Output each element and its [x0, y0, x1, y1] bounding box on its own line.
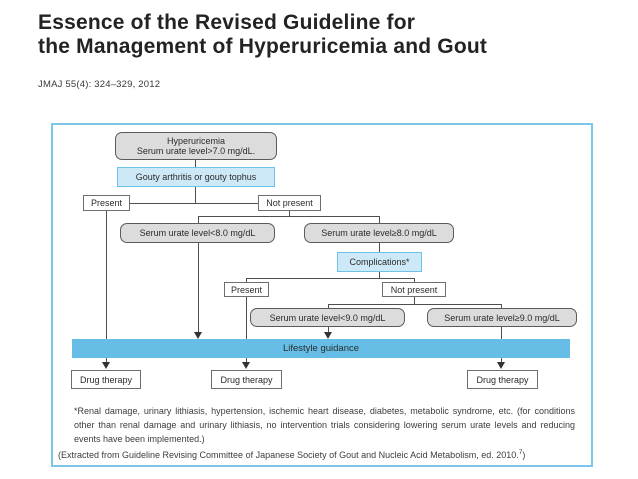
page-title-line2: the Management of Hyperuricemia and Gout [38, 35, 488, 58]
connector-present-gouty-down [106, 211, 107, 363]
node-drug-therapy-middle: Drug therapy [211, 370, 282, 389]
connector-stub-lt8 [198, 216, 199, 223]
connector-ge8-to-complications [379, 243, 380, 252]
arrow-into-drug-therapy-middle [242, 362, 250, 369]
arrow-lt9-into-lifestyle [324, 332, 332, 339]
connector-notpresent-comp-down [414, 297, 415, 304]
node-urate-ge-8: Serum urate level≥8.0 mg/dL [304, 223, 454, 243]
node-present-complications: Present [224, 282, 269, 297]
source-citation-text: (Extracted from Guideline Revising Commi… [58, 450, 519, 460]
source-citation: (Extracted from Guideline Revising Commi… [58, 449, 592, 460]
source-citation-close: ) [522, 450, 526, 460]
node-urate-lt-8: Serum urate level<8.0 mg/dL [120, 223, 275, 243]
arrow-into-drug-therapy-right [497, 362, 505, 369]
node-urate-lt-9: Serum urate level<9.0 mg/dL [250, 308, 405, 327]
connector-stub-notpresent-comp [414, 278, 415, 282]
connector-stub-present-comp [246, 278, 247, 282]
arrow-into-drug-therapy-left [102, 362, 110, 369]
node-complications: Complications* [337, 252, 422, 272]
node-not-present-gouty: Not present [258, 195, 321, 211]
node-lifestyle-guidance-bar: Lifestyle guidance [72, 339, 570, 358]
connector-urate9-branch-horizontal [328, 304, 502, 305]
connector-complications-down [379, 272, 380, 278]
node-drug-therapy-right: Drug therapy [467, 370, 538, 389]
connector-notpresent-gouty-down [289, 211, 290, 216]
connector-lt9-to-bar [328, 327, 329, 333]
page-title-line1: Essence of the Revised Guideline for [38, 11, 416, 34]
page-title: Essence of the Revised Guideline for the… [38, 11, 618, 59]
flowchart-panel: Hyperuricemia Serum urate level>7.0 mg/d… [51, 123, 593, 467]
connector-gouty-down [195, 187, 196, 203]
connector-gouty-branch-horizontal [130, 203, 258, 204]
source-citation-ref: 7 [518, 449, 523, 456]
node-hyperuricemia-line1: Hyperuricemia [166, 136, 225, 146]
node-gouty-arthritis: Gouty arthritis or gouty tophus [117, 167, 275, 187]
node-urate-ge-9: Serum urate level≥9.0 mg/dL [427, 308, 577, 327]
connector-present-comp-down [246, 297, 247, 363]
node-hyperuricemia-line2: Serum urate level>7.0 mg/dL. [136, 146, 256, 156]
node-hyperuricemia: Hyperuricemia Serum urate level>7.0 mg/d… [115, 132, 277, 160]
node-not-present-complications: Not present [382, 282, 446, 297]
connector-stub-ge9 [501, 304, 502, 308]
connector-hyper-to-gouty [195, 159, 196, 167]
node-present-gouty: Present [83, 195, 130, 211]
connector-stub-ge8 [379, 216, 380, 223]
connector-lt8-to-bar [198, 243, 199, 333]
node-drug-therapy-left: Drug therapy [71, 370, 141, 389]
connector-stub-lt9 [328, 304, 329, 308]
connector-complications-branch-horizontal [246, 278, 414, 279]
footnote-complications: *Renal damage, urinary lithiasis, hypert… [74, 406, 575, 444]
arrow-lt8-into-lifestyle [194, 332, 202, 339]
journal-citation: JMAJ 55(4): 324–329, 2012 [38, 79, 161, 90]
connector-urate8-branch-horizontal [198, 216, 380, 217]
